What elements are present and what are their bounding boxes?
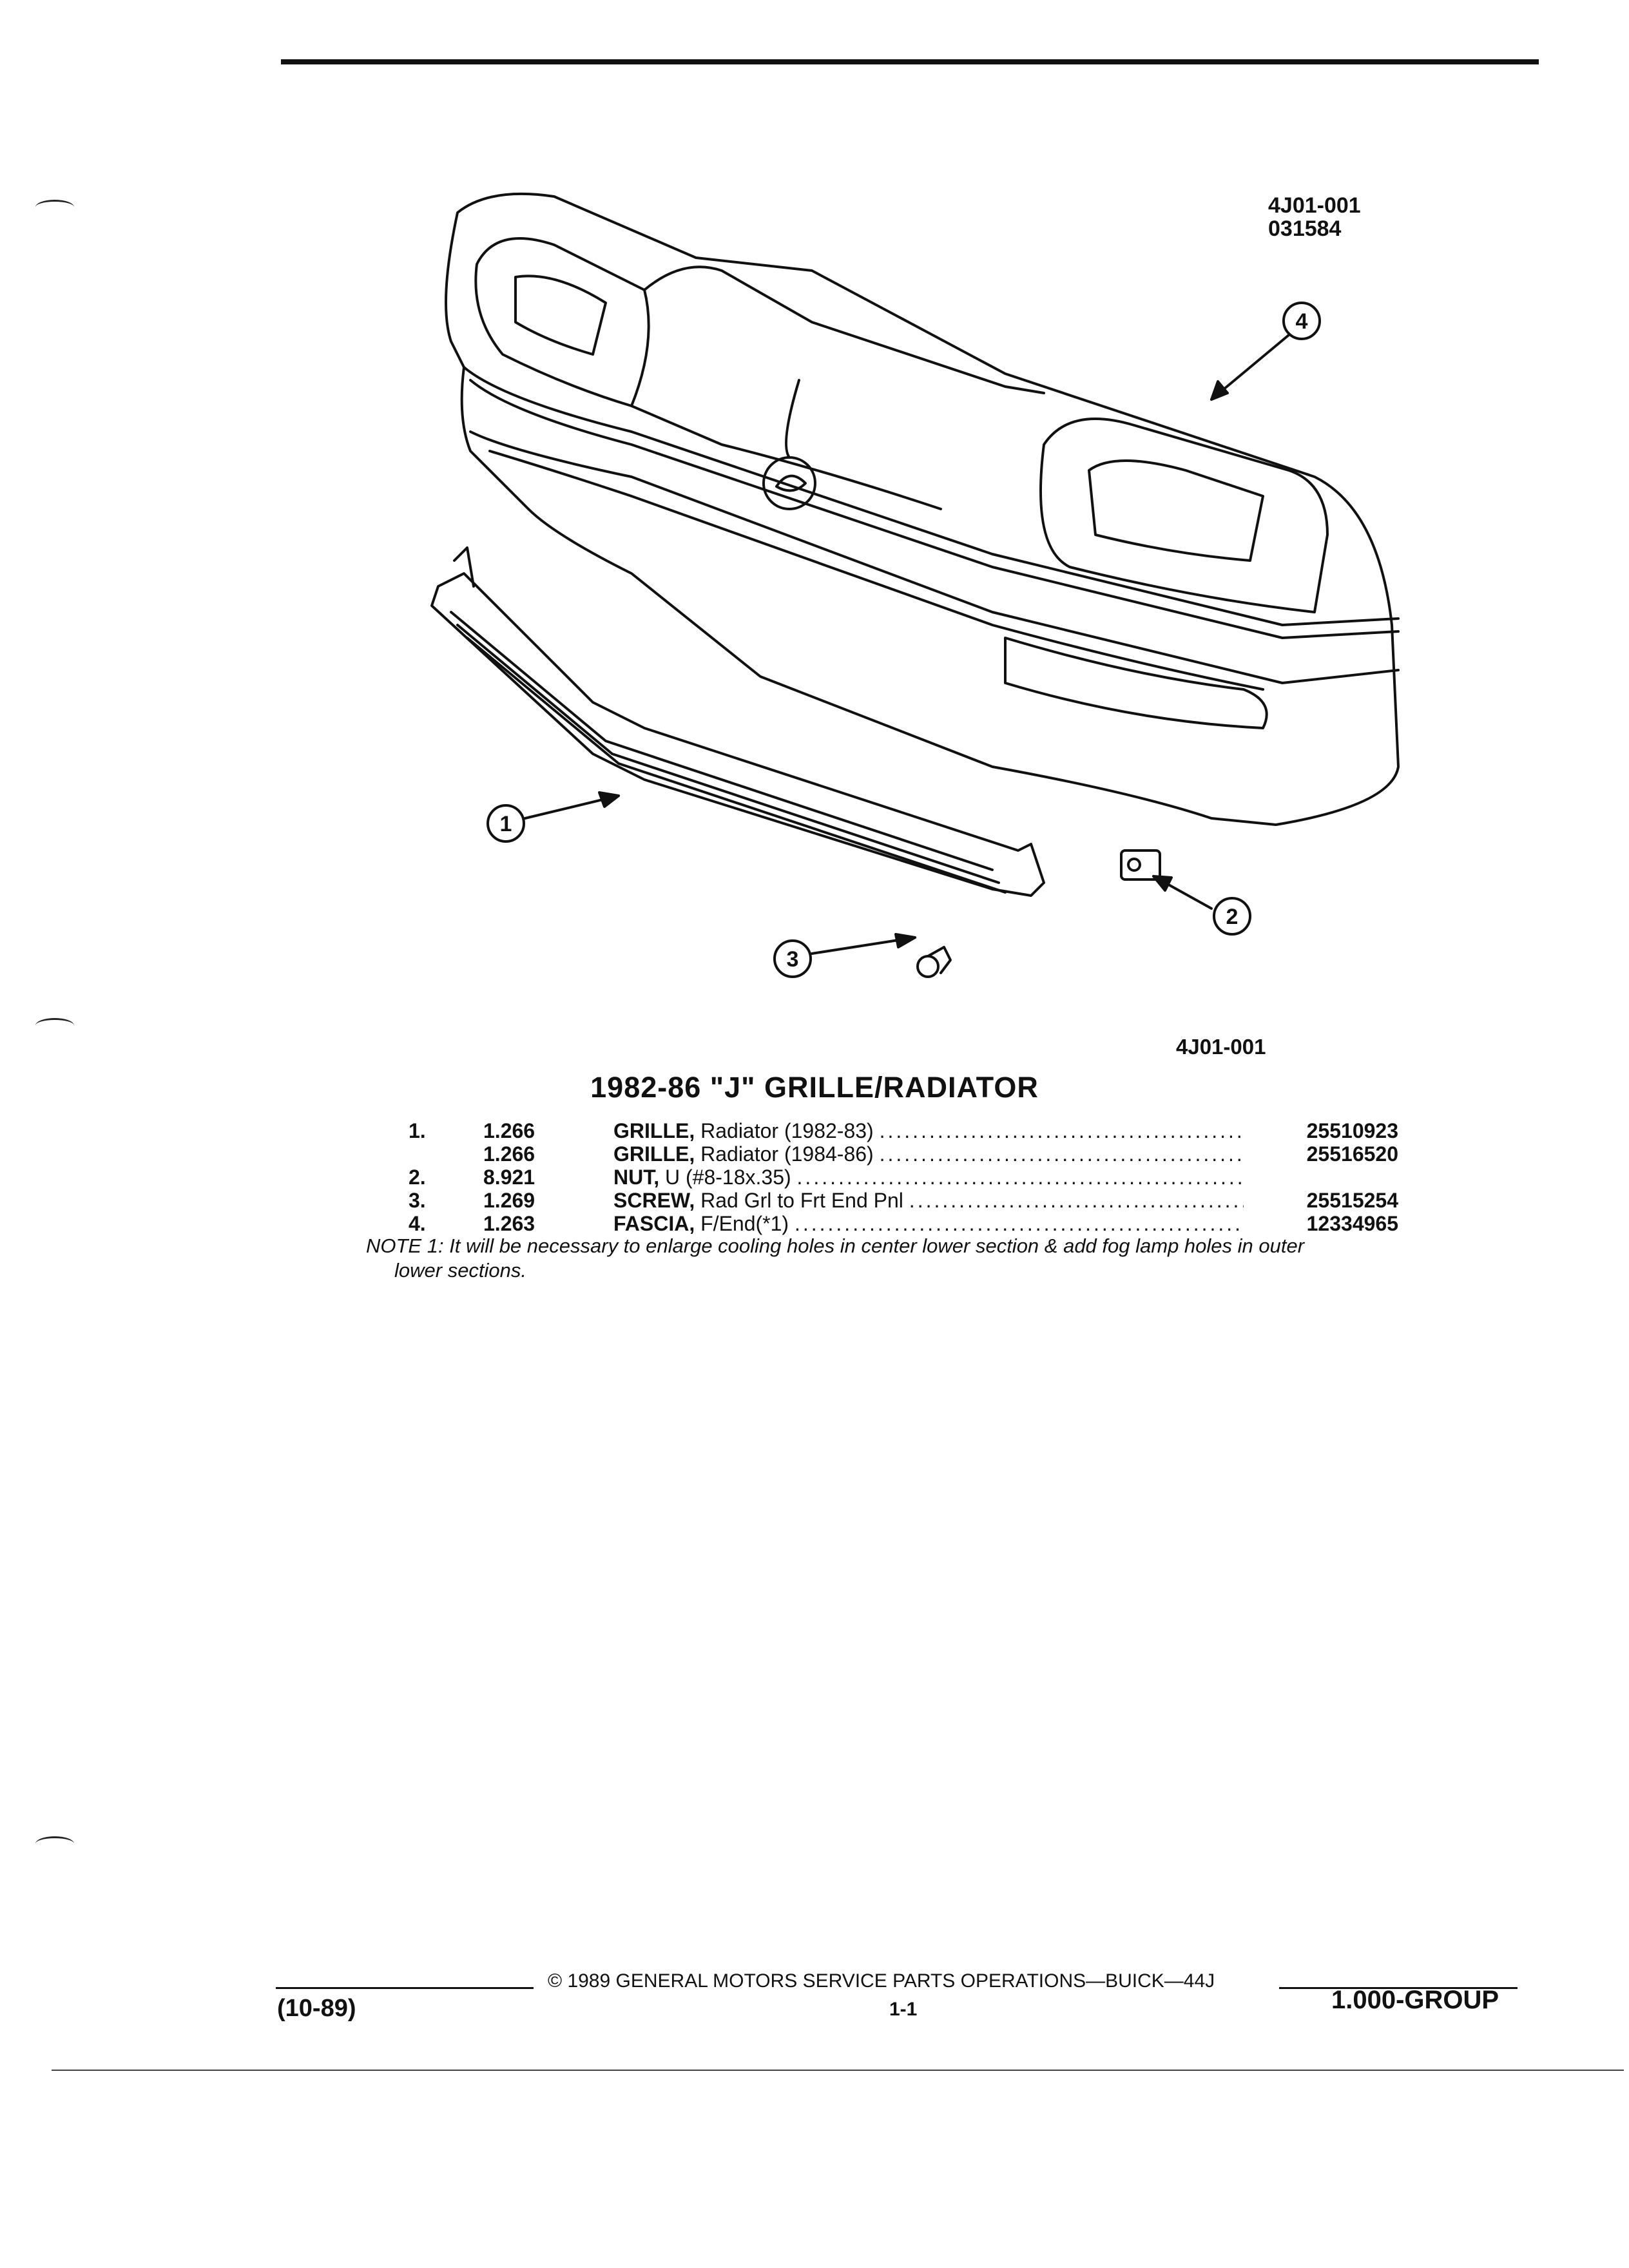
callout-1: 1: [487, 804, 525, 843]
binder-hole-mark: [35, 200, 74, 215]
svg-text:4: 4: [1296, 309, 1308, 334]
item-description: FASCIA, F/End(*1) ......................…: [613, 1211, 1244, 1236]
item-code: 1.266: [483, 1119, 535, 1142]
leader-dots: ........................................…: [794, 1212, 1244, 1235]
parts-diagram: 1 2 3 4: [430, 192, 1400, 978]
emblem: [762, 456, 816, 510]
note-line-2: lower sections.: [394, 1259, 527, 1282]
item-name: GRILLE,: [613, 1142, 695, 1166]
item-description: SCREW, Rad Grl to Frt End Pnl ..........…: [613, 1188, 1244, 1213]
leader-dots: ........................................…: [879, 1119, 1244, 1142]
item-name: SCREW,: [613, 1189, 695, 1212]
item-detail: Radiator (1984-86): [700, 1142, 874, 1166]
fascia-lower-slot: [1004, 637, 1268, 729]
callout-2: 2: [1213, 897, 1251, 936]
footer-revision: (10-89): [277, 1995, 356, 2022]
left-headlamp-opening: [474, 237, 650, 407]
header-rule: [281, 59, 1539, 64]
figure-date: 031584: [1268, 216, 1342, 241]
item-detail: F/End(*1): [700, 1212, 789, 1235]
item-index: 2.: [409, 1166, 426, 1189]
fascia-outline: [445, 192, 1400, 826]
leader-dots: ........................................…: [796, 1166, 1244, 1189]
item-description: GRILLE, Radiator (1984-86) .............…: [613, 1142, 1244, 1166]
parts-row: 2. 8.921 NUT, U (#8-18x.35) ............…: [367, 1165, 1398, 1189]
footer-group: 1.000-GROUP: [1331, 1986, 1499, 2014]
item-description: GRILLE, Radiator (1982-83) .............…: [613, 1119, 1244, 1143]
item-detail: Radiator (1982-83): [700, 1119, 874, 1142]
diagram-caption: 4J01-001: [1176, 1035, 1266, 1059]
radiator-grille: [430, 572, 1045, 897]
item-code: 1.266: [483, 1142, 535, 1166]
footer-page-number: 1-1: [889, 1999, 918, 2020]
part-number: 12334965: [1306, 1212, 1398, 1235]
leader-dots: ........................................…: [909, 1189, 1244, 1212]
note-line-1: NOTE 1: It will be necessary to enlarge …: [366, 1235, 1305, 1257]
parts-note: NOTE 1: It will be necessary to enlarge …: [366, 1234, 1519, 1283]
footer-rule-right: [1279, 1987, 1518, 1989]
footer-rule-left: [276, 1987, 534, 1989]
screw: [916, 955, 940, 978]
item-detail: U (#8-18x.35): [665, 1166, 791, 1189]
parts-row: 1.266 GRILLE, Radiator (1984-86) .......…: [367, 1142, 1398, 1166]
item-code: 1.263: [483, 1212, 535, 1235]
section-title: 1982-86 "J" GRILLE/RADIATOR: [590, 1071, 1039, 1104]
parts-row: 3. 1.269 SCREW, Rad Grl to Frt End Pnl .…: [367, 1188, 1398, 1213]
part-number: 25516520: [1306, 1142, 1398, 1166]
item-index: 4.: [409, 1212, 426, 1235]
item-name: NUT,: [613, 1166, 660, 1189]
parts-row: 1. 1.266 GRILLE, Radiator (1982-83) ....…: [367, 1119, 1398, 1143]
svg-text:3: 3: [787, 947, 799, 972]
scan-edge-line: [52, 2070, 1624, 2071]
footer-copyright: © 1989 GENERAL MOTORS SERVICE PARTS OPER…: [548, 1970, 1215, 1992]
binder-hole-mark: [35, 1018, 74, 1033]
item-code: 1.269: [483, 1189, 535, 1212]
part-number: 25510923: [1306, 1119, 1398, 1142]
part-number: 25515254: [1306, 1189, 1398, 1212]
binder-hole-mark: [35, 1836, 74, 1851]
callout-4: 4: [1282, 302, 1321, 340]
item-index: 1.: [409, 1119, 426, 1142]
item-index: 3.: [409, 1189, 426, 1212]
right-headlamp-opening: [1039, 418, 1329, 613]
svg-text:1: 1: [500, 812, 512, 836]
item-description: NUT, U (#8-18x.35) .....................…: [613, 1165, 1244, 1189]
item-name: FASCIA,: [613, 1212, 695, 1235]
figure-code: 4J01-001: [1268, 193, 1361, 218]
item-code: 8.921: [483, 1166, 535, 1189]
svg-text:2: 2: [1226, 905, 1239, 929]
fascia-center-panel: [643, 265, 1045, 394]
callout-3: 3: [773, 939, 812, 978]
item-detail: Rad Grl to Frt End Pnl: [700, 1189, 903, 1212]
item-name: GRILLE,: [613, 1119, 695, 1142]
leader-dots: ........................................…: [879, 1142, 1244, 1166]
parts-row: 4. 1.263 FASCIA, F/End(*1) .............…: [367, 1211, 1398, 1236]
u-nut: [1120, 849, 1161, 881]
